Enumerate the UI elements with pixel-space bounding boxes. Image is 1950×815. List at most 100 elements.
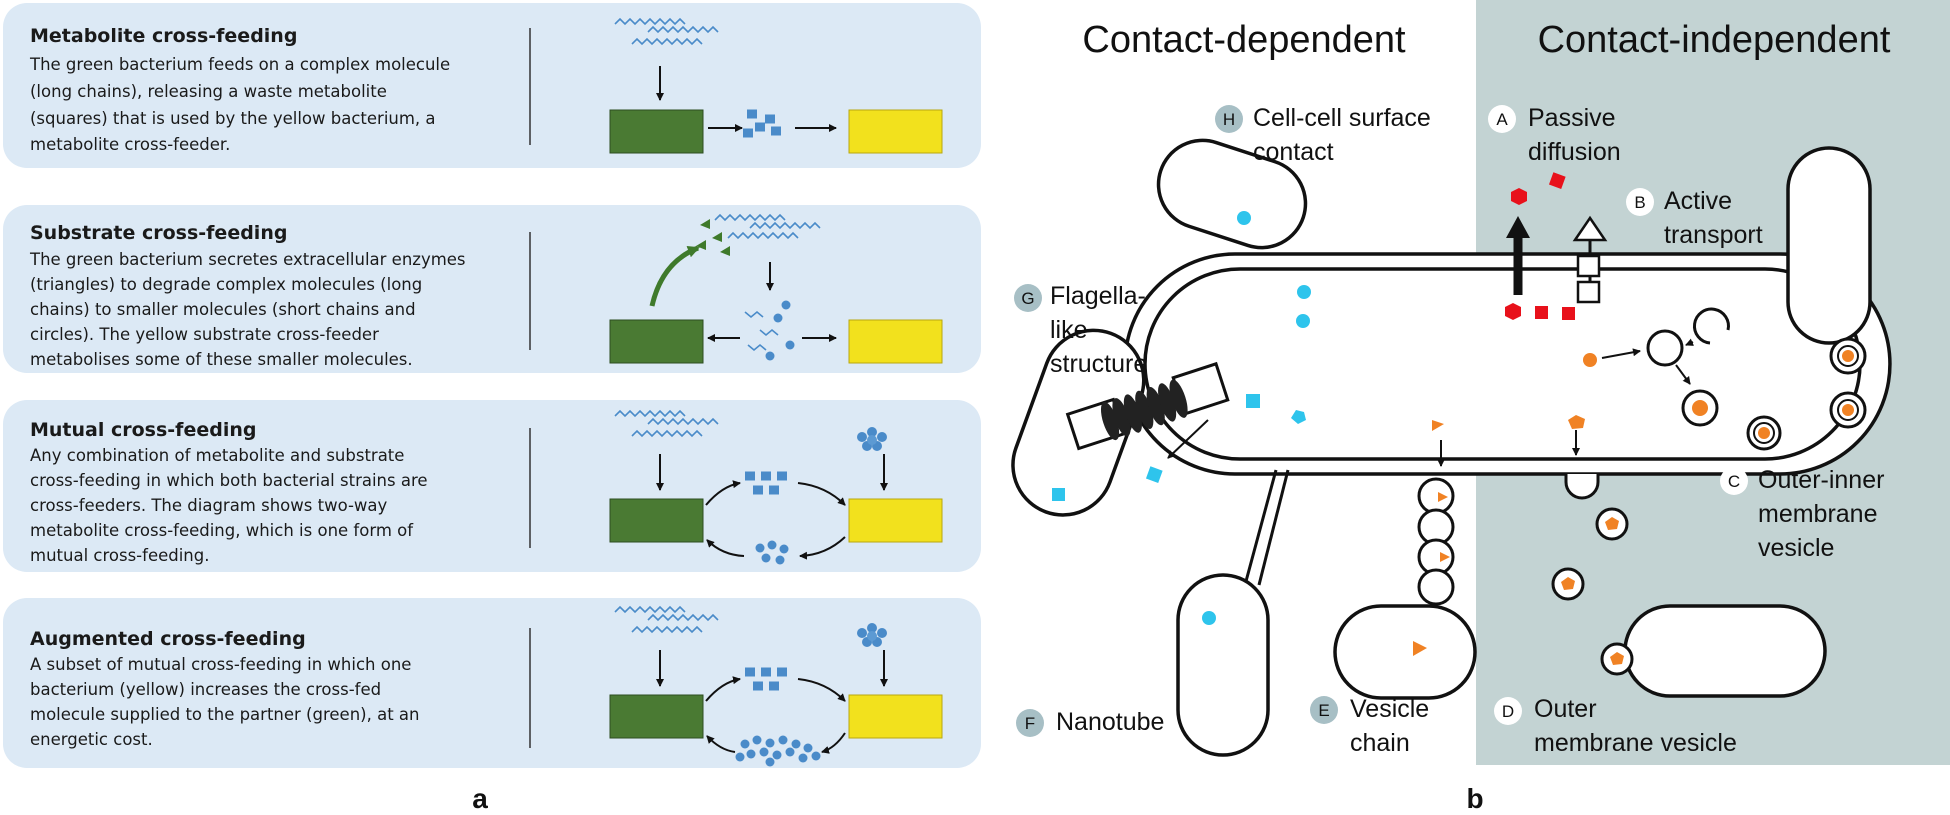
panel-text-line: A subset of mutual cross-feeding in whic… <box>30 655 411 674</box>
metabolite-circle <box>755 543 765 553</box>
nanotube-cell <box>1176 573 1270 757</box>
label-text: Outer <box>1534 695 1597 723</box>
panel-text-line: (squares) that is used by the yellow bac… <box>30 109 436 128</box>
cyan-square <box>1246 394 1260 408</box>
waste-metabolite-square <box>755 122 765 132</box>
cyan-molecule <box>1297 285 1311 299</box>
label-letter: D <box>1502 702 1514 721</box>
panel-text-line: (long chains), releasing a waste metabol… <box>30 82 387 101</box>
metabolite-circle <box>761 553 771 563</box>
label-text: like <box>1050 316 1088 344</box>
flagella-like-structure <box>1011 328 1230 517</box>
label-B: B Active transport <box>1626 187 1763 249</box>
yellow-bacterium <box>848 109 943 154</box>
arrow <box>797 482 846 506</box>
label-letter: H <box>1223 110 1235 129</box>
arrow <box>1675 364 1691 385</box>
panel-text-line: molecule supplied to the partner (green)… <box>30 705 419 724</box>
contact-dependent-title: Contact-dependent <box>1082 19 1406 61</box>
cyan-pentagon <box>1291 410 1306 424</box>
label-text: contact <box>1253 138 1334 166</box>
label-text: transport <box>1664 221 1763 249</box>
panel-text-line: cross-feeding in which both bacterial st… <box>30 471 428 490</box>
metabolite-square <box>753 485 763 495</box>
panel-title: Substrate cross-feeding <box>30 222 287 244</box>
metabolite-square <box>745 667 755 677</box>
label-text: chain <box>1350 729 1410 757</box>
label-text: Nanotube <box>1056 708 1164 736</box>
label-text: structure <box>1050 350 1147 378</box>
small-molecule-circle <box>781 300 791 310</box>
panel-text-line: The green bacterium secretes extracellul… <box>29 250 466 269</box>
contact-independent-title: Contact-independent <box>1538 19 1891 61</box>
short-chain <box>759 328 779 337</box>
panel-text-line: energetic cost. <box>30 730 153 749</box>
metabolite-circle <box>775 555 785 565</box>
metabolite-square <box>753 681 763 691</box>
arrow <box>1601 348 1641 359</box>
label-text: Active <box>1664 187 1732 215</box>
metabolite-square <box>769 681 779 691</box>
panel-text-line: metabolises some of these smaller molecu… <box>30 350 413 369</box>
subfigure-letter-a: a <box>472 783 488 814</box>
label-text: vesicle <box>1758 534 1834 562</box>
arrow <box>705 676 741 702</box>
panel-title: Mutual cross-feeding <box>30 419 256 441</box>
arrow <box>1685 338 1695 346</box>
green-bacterium <box>609 109 704 154</box>
contact-cell <box>1156 138 1308 250</box>
label-text: diffusion <box>1528 138 1621 166</box>
nanotube <box>1176 469 1290 757</box>
panel-title: Augmented cross-feeding <box>30 628 306 650</box>
metabolite-square <box>769 485 779 495</box>
label-text: Flagella- <box>1050 282 1146 310</box>
label-A: A Passive diffusion <box>1488 104 1621 166</box>
waste-metabolite-square <box>771 126 781 136</box>
arrow <box>705 480 741 506</box>
arrow <box>797 678 846 702</box>
panel-text-line: metabolite cross-feeder. <box>30 135 230 154</box>
cyan-molecule <box>1202 611 1216 625</box>
enzyme-triangles <box>696 219 730 256</box>
complex-molecule-cluster <box>857 427 887 451</box>
metabolite-cross-feeding-box: Metabolite cross-feeding The green bacte… <box>3 3 981 168</box>
metabolite-square <box>777 471 787 481</box>
panel-text-line: metabolite cross-feeding, which is one f… <box>30 521 414 540</box>
label-text: membrane <box>1758 500 1878 528</box>
small-molecule-circle <box>765 351 775 361</box>
metabolite-square <box>745 471 755 481</box>
yellow-bacterium <box>848 694 943 739</box>
waste-metabolite-square <box>743 128 753 138</box>
panel-a: Metabolite cross-feeding The green bacte… <box>3 3 981 814</box>
short-chain <box>744 310 764 319</box>
metabolite-circle <box>767 540 777 550</box>
arrow <box>706 539 745 557</box>
panel-box-background <box>3 205 981 373</box>
panel-text-line: bacterium (yellow) increases the cross-f… <box>30 680 381 699</box>
passive-diffusion <box>1505 188 1530 320</box>
label-F: F Nanotube <box>1016 708 1164 737</box>
metabolite-square <box>761 667 771 677</box>
mutual-cross-feeding-box: Mutual cross-feeding Any combination of … <box>3 400 981 572</box>
small-molecule-circle <box>785 340 795 350</box>
metabolite-square <box>777 667 787 677</box>
receiver-cell <box>1623 604 1827 698</box>
short-chain <box>747 343 767 352</box>
green-bacterium <box>609 498 704 543</box>
label-letter: B <box>1634 193 1645 212</box>
label-letter: A <box>1496 110 1508 129</box>
panel-text-line: cross-feeders. The diagram shows two-way <box>30 496 388 515</box>
vesicle-chain <box>1333 420 1477 700</box>
waste-metabolite-square <box>747 109 757 119</box>
cyan-molecule <box>1237 211 1251 225</box>
small-molecule-circle <box>773 313 783 323</box>
label-text: Outer-inner <box>1758 466 1884 494</box>
vesicle-receiver-cell <box>1333 604 1477 700</box>
waste-metabolite-square <box>765 114 775 124</box>
panel-text-line: (triangles) to degrade complex molecules… <box>30 275 422 294</box>
arrow <box>1167 419 1209 459</box>
label-letter: F <box>1025 714 1035 733</box>
panel-title: Metabolite cross-feeding <box>30 25 297 47</box>
label-C: C Outer-inner membrane vesicle <box>1720 466 1884 562</box>
